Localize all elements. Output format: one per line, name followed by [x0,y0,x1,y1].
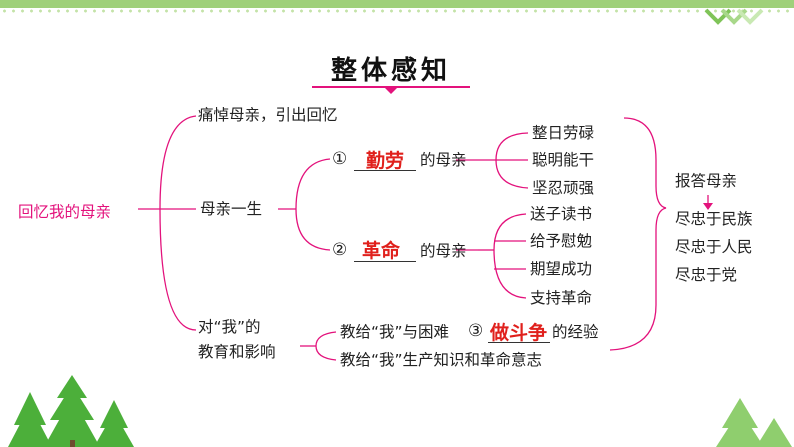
influence-1-suffix: 的经验 [552,323,599,341]
influence-2: 教给“我”生产知识和革命意志 [340,351,543,369]
title-text: 整体感知 [330,56,451,86]
sub2-number: ② [332,240,348,260]
influence-1-number: ③ [468,321,484,341]
sub1-number: ① [332,149,348,169]
influence-1-answer: 做斗争 [490,322,548,344]
top-decorative-bar [0,0,794,8]
trait-busy: 整日劳碌 [532,124,595,142]
trait-tenacious: 坚忍顽强 [532,179,595,197]
trait-capable: 聪明能干 [532,151,595,169]
trait-support: 支持革命 [530,289,593,307]
branch-life: 母亲一生 [200,200,263,218]
sub1-answer: 勤劳 [366,150,405,172]
title-pointer [385,88,397,94]
sub2-blank [354,261,416,262]
sub1-blank [354,170,416,171]
repay-mother: 报答母亲 [675,172,738,190]
title-underline [312,86,470,88]
trait-hope: 期望成功 [530,260,593,278]
branch-influence-line1: 对“我”的 [198,318,261,336]
sub1-suffix: 的母亲 [420,151,467,169]
influence-1-prefix: 教给“我”与困难 [340,323,450,341]
sub2-answer: 革命 [362,240,401,262]
loyal-party: 尽忠于党 [675,266,738,284]
sub2-suffix: 的母亲 [420,242,467,260]
root-node: 回忆我的母亲 [18,203,112,221]
top-dot-pattern [0,8,794,14]
section-title: 整体感知 [312,46,470,94]
loyal-nation: 尽忠于民族 [675,210,753,228]
trait-school: 送子读书 [530,205,593,223]
branch-mourn: 痛悼母亲，引出回忆 [198,106,338,124]
influence-1-blank [488,342,550,343]
trait-encourage: 给予慰勉 [530,232,593,250]
loyal-people: 尽忠于人民 [675,238,753,256]
branch-influence-line2: 教育和影响 [198,343,276,361]
